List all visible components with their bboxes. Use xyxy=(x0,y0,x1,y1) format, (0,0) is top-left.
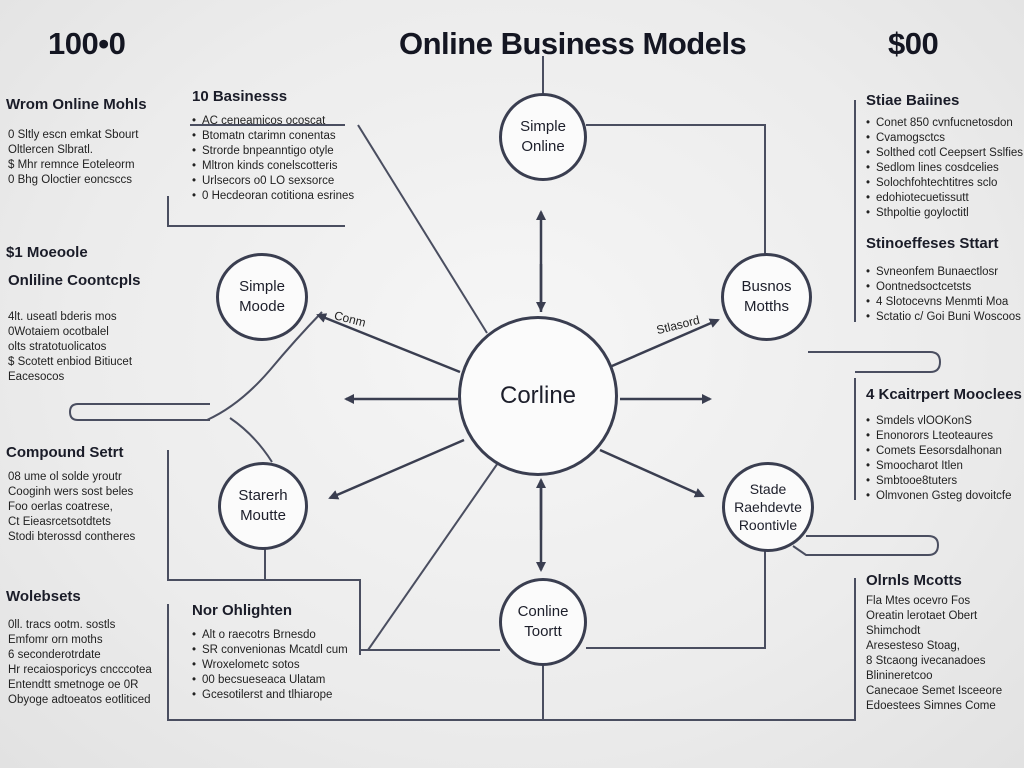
left-section-title: $1 Moeoole xyxy=(6,244,88,261)
list-item: Emfomr orn moths xyxy=(8,634,103,646)
left-section-title: Wrom Online Mohls xyxy=(6,96,147,113)
node-left-upper-label: Simple Moode xyxy=(239,278,285,315)
list-item: AC ceneamicos ocoscat xyxy=(192,114,354,129)
arrow-upper-right xyxy=(611,318,720,368)
list-item: $ Mhr remnce Eoteleorm xyxy=(8,159,135,171)
list-item: olts stratotuolicatos xyxy=(8,341,107,353)
list-item: Oltlercen Slbratl. xyxy=(8,144,94,156)
list-item: $ Scotett enbiod Bitiucet xyxy=(8,356,133,368)
list-item: Solthed cotl Ceepsert Sslfies xyxy=(866,146,1023,161)
right-section-title: 4 Kcaitrpert Mooclees xyxy=(866,386,1022,403)
top-mid-list: AC ceneamicos ocoscatBtomatn ctarimn con… xyxy=(192,114,354,204)
list-item: 4 Slotocevns Menmti Moa xyxy=(866,295,1021,310)
left-section-title: Compound Setrt xyxy=(6,444,124,461)
list-item: Enonorors Lteoteaures xyxy=(866,429,1012,444)
list-item: Stodi bterossd contheres xyxy=(8,531,136,543)
list-item: Smbtooe8tuters xyxy=(866,474,1012,489)
left-section-list: 4lt. useatl bderis mos 0Wotaiem ocotbalel… xyxy=(8,310,132,385)
page-title: Online Business Models xyxy=(399,26,747,61)
list-item: edohiotecuetissutt xyxy=(866,191,1023,206)
list-item: 08 ume ol solde yroutr xyxy=(8,471,122,483)
bottom-mid-list: Alt o raecotrs BrnesdoSR convenionas Mca… xyxy=(192,628,348,703)
list-item: Sthpoltie goyloctitl xyxy=(866,206,1023,221)
list-item: Olmvonen Gsteg dovoitcfe xyxy=(866,489,1012,504)
node-bottom[interactable]: Conline Toortt xyxy=(499,578,587,666)
list-item: Conet 850 cvnfucnetosdon xyxy=(866,116,1023,131)
right-section-title: Olrnls Mcotts xyxy=(866,572,962,589)
list-item: 4lt. useatl bderis mos xyxy=(8,311,117,323)
node-right-upper[interactable]: Busnos Motths xyxy=(721,253,812,341)
list-item: Obyoge adtoeatos eotliticed xyxy=(8,694,151,706)
list-item: Comets Eesorsdalhonan xyxy=(866,444,1012,459)
node-left-upper[interactable]: Simple Moode xyxy=(216,253,308,341)
arrow-lower-left xyxy=(328,438,465,500)
right-section-list: Conet 850 cvnfucnetosdonCvamogsctcsSolth… xyxy=(866,116,1023,221)
list-item: 8 Stcaong ivecanadoes xyxy=(866,655,986,667)
list-item: 0 Bhg Oloctier eoncsccs xyxy=(8,174,133,186)
list-item: 0 Sltly escn emkat Sbourt xyxy=(8,129,139,141)
node-right-lower-label: Stade Raehdevte Roontivle xyxy=(734,481,802,533)
list-item: Wroxelometc sotos xyxy=(192,658,348,673)
right-number: $00 xyxy=(888,26,939,61)
list-item: Hr recaiosporicys cncccotea xyxy=(8,664,152,676)
right-section-list: Svneonfem BunaectlosrOontnedsoctcetsts4 … xyxy=(866,265,1021,325)
node-left-lower[interactable]: Starerh Moutte xyxy=(218,462,308,550)
list-item: 00 becsueseaca Ulatam xyxy=(192,673,348,688)
left-section-title: Wolebsets xyxy=(6,588,81,605)
list-item: 0ll. tracs ootm. sostls xyxy=(8,619,116,631)
list-item: Smdels vlOOKonS xyxy=(866,414,1012,429)
list-item: 0 Hecdeoran cotitiona esrines xyxy=(192,189,354,204)
right-section-title: Stinoeffeses Sttart xyxy=(866,235,999,252)
right-section-list: Smdels vlOOKonSEnonorors LteoteauresCome… xyxy=(866,414,1012,504)
list-item: Sedlom lines cosdcelies xyxy=(866,161,1023,176)
list-item: Oontnedsoctcetsts xyxy=(866,280,1021,295)
arrow-upper-left xyxy=(316,313,461,374)
left-section-title: Onliline Coontcpls xyxy=(8,272,141,289)
list-item: Strorde bnpeanntigo otyle xyxy=(192,144,354,159)
list-item: SR convenionas Mcatdl cum xyxy=(192,643,348,658)
list-item: Fla Mtes ocevro Fos xyxy=(866,595,971,607)
top-mid-title: 10 Basinesss xyxy=(192,88,288,105)
list-item: Edoestees Simnes Come xyxy=(866,700,996,712)
list-item: Urlsecors o0 LO sexsorce xyxy=(192,174,354,189)
node-right-lower[interactable]: Stade Raehdevte Roontivle xyxy=(722,462,814,552)
arrow-lower-right xyxy=(599,448,705,498)
list-item: 0Wotaiem ocotbalel xyxy=(8,326,109,338)
list-item: Oreatin lerotaet Obert xyxy=(866,610,978,622)
node-right-upper-label: Busnos Motths xyxy=(741,278,792,315)
list-item: Sctatio c/ Goi Buni Woscoos xyxy=(866,310,1021,325)
node-left-lower-label: Starerh Moutte xyxy=(238,487,288,524)
list-item: Eacesocos xyxy=(8,371,65,383)
list-item: Canecaoe Semet Isceeore xyxy=(866,685,1003,697)
list-item: Entendtt smetnoge oe 0R xyxy=(8,679,139,691)
list-item: Mltron kinds conelscotteris xyxy=(192,159,354,174)
right-section-title: Stiae Baiines xyxy=(866,92,960,109)
list-item: Gcesotilerst and tlhiarope xyxy=(192,688,348,703)
list-item: 6 seconderotrdate xyxy=(8,649,101,661)
node-bottom-label: Conline Toortt xyxy=(517,603,569,640)
center-node[interactable]: Corline xyxy=(458,316,618,476)
bottom-mid-title: Nor Ohlighten xyxy=(192,602,292,619)
list-item: Foo oerlas coatrese, xyxy=(8,501,113,513)
list-item: Aresesteso Stoag, xyxy=(866,640,960,652)
list-item: Svneonfem Bunaectlosr xyxy=(866,265,1021,280)
list-item: Ct Eieasrcetsotdtets xyxy=(8,516,111,528)
list-item: Blinineretcoo xyxy=(866,670,933,682)
list-item: Shimchodt xyxy=(866,625,921,637)
list-item: Solochfohtechtitres sclo xyxy=(866,176,1023,191)
list-item: Smoocharot Itlen xyxy=(866,459,1012,474)
list-item: Btomatn ctarimn conentas xyxy=(192,129,354,144)
node-top-label: Simple Online xyxy=(520,118,566,155)
list-item: Cvamogsctcs xyxy=(866,131,1023,146)
list-item: Cooginh wers sost beles xyxy=(8,486,134,498)
left-number: 100•0 xyxy=(48,26,126,61)
center-node-label: Corline xyxy=(499,382,577,409)
node-top[interactable]: Simple Online xyxy=(499,93,587,181)
list-item: Alt o raecotrs Brnesdo xyxy=(192,628,348,643)
